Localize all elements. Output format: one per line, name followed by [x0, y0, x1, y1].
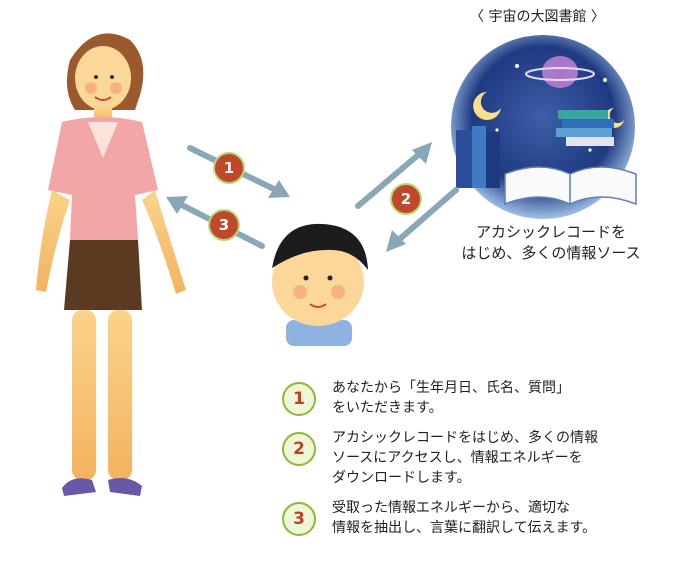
step-item-1: 1 あなたから「生年月日、氏名、質問」 をいただきます。 [282, 378, 672, 418]
step-number-2: 2 [282, 432, 316, 466]
step-item-2: 2 アカシックレコードをはじめ、多くの情報 ソースにアクセスし、情報エネルギーを… [282, 428, 672, 488]
step-text-2: アカシックレコードをはじめ、多くの情報 ソースにアクセスし、情報エネルギーを ダ… [332, 430, 598, 486]
library-caption: アカシックレコードを はじめ、多くの情報ソース [461, 223, 641, 262]
arrow-boy-to-library [355, 142, 432, 209]
step-list: 1 あなたから「生年月日、氏名、質問」 をいただきます。 2 アカシックレコード… [282, 378, 672, 548]
arrow-library-to-boy [386, 187, 459, 252]
arrow-badge-1: 1 [213, 152, 245, 184]
arrow-badge-3: 3 [208, 209, 240, 241]
step-text-3: 受取った情報エネルギーから、適切な 情報を抽出し、言葉に翻訳して伝えます。 [332, 500, 597, 536]
arrow-badge-2: 2 [390, 183, 422, 215]
step-number-1: 1 [282, 382, 316, 416]
step-number-3: 3 [282, 502, 316, 536]
library-illustration [451, 35, 637, 219]
boy-figure [272, 223, 368, 346]
step-item-3: 3 受取った情報エネルギーから、適切な 情報を抽出し、言葉に翻訳して伝えます。 [282, 498, 672, 538]
woman-figure [36, 33, 186, 496]
library-title: 〈 宇宙の大図書館 〉 [470, 9, 605, 25]
step-text-1: あなたから「生年月日、氏名、質問」 をいただきます。 [332, 380, 570, 416]
